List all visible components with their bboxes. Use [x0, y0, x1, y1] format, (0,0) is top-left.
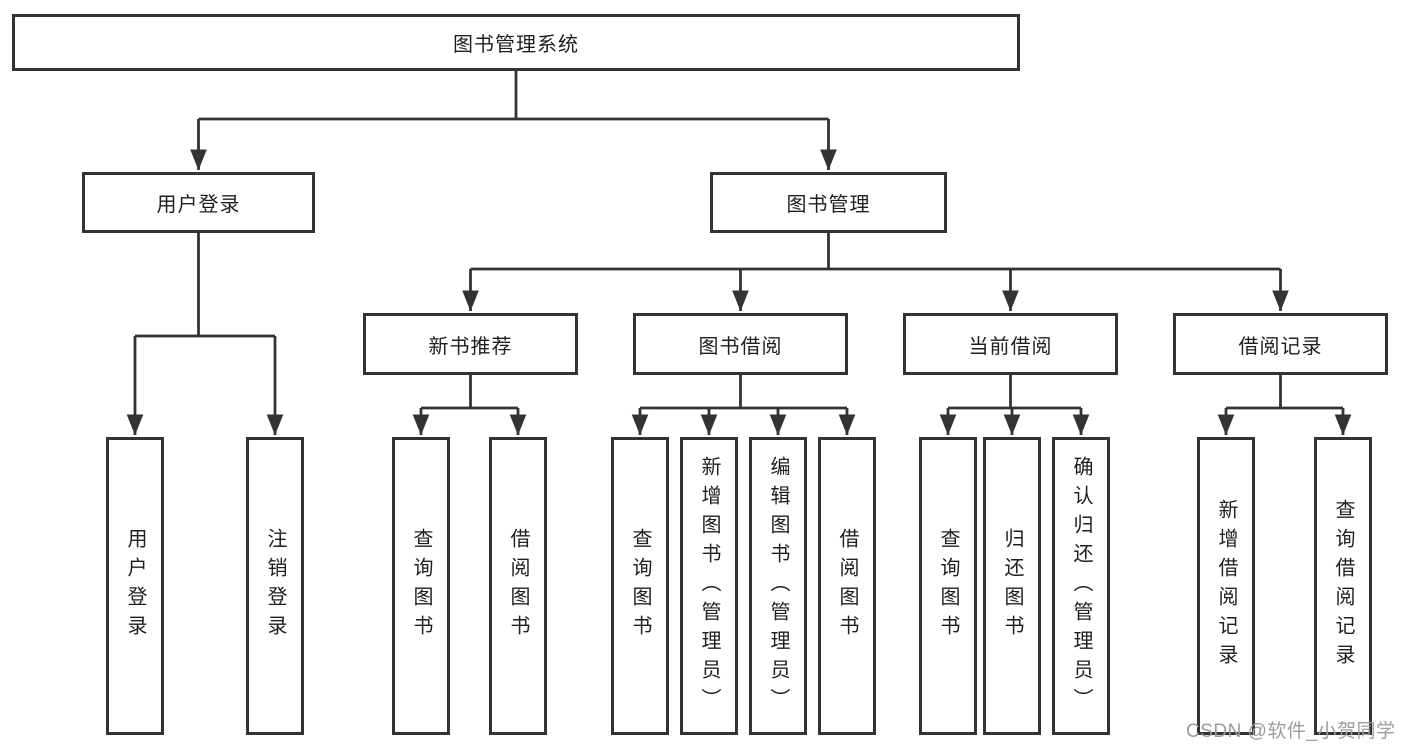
leaf-user-login: 用户登录	[106, 437, 164, 735]
leaf-borrow-books-borrowing: 借阅图书	[818, 437, 876, 735]
leaf-query-borrow-record: 查询借阅记录	[1314, 437, 1372, 735]
leaf-return-books: 归还图书	[983, 437, 1041, 735]
node-new-book-recommend: 新书推荐	[363, 313, 578, 375]
leaf-query-books-borrowing: 查询图书	[611, 437, 669, 735]
leaf-borrow-books-recommend: 借阅图书	[489, 437, 547, 735]
leaf-add-borrow-record: 新增借阅记录	[1197, 437, 1255, 735]
node-borrowing-records: 借阅记录	[1173, 313, 1388, 375]
node-book-borrowing: 图书借阅	[633, 313, 848, 375]
node-user-login: 用户登录	[82, 172, 315, 233]
node-library-management-system: 图书管理系统	[12, 14, 1020, 71]
csdn-watermark: CSDN @软件_小贺同学	[1186, 721, 1396, 742]
leaf-confirm-return-admin: 确认归还（管理员）	[1052, 437, 1110, 735]
node-current-borrowing: 当前借阅	[903, 313, 1118, 375]
leaf-query-books-current: 查询图书	[919, 437, 977, 735]
leaf-query-books-recommend: 查询图书	[392, 437, 450, 735]
leaf-edit-books-admin: 编辑图书（管理员）	[749, 437, 807, 735]
leaf-logout: 注销登录	[246, 437, 304, 735]
leaf-add-books-admin: 新增图书（管理员）	[680, 437, 738, 735]
node-book-management: 图书管理	[710, 172, 947, 233]
